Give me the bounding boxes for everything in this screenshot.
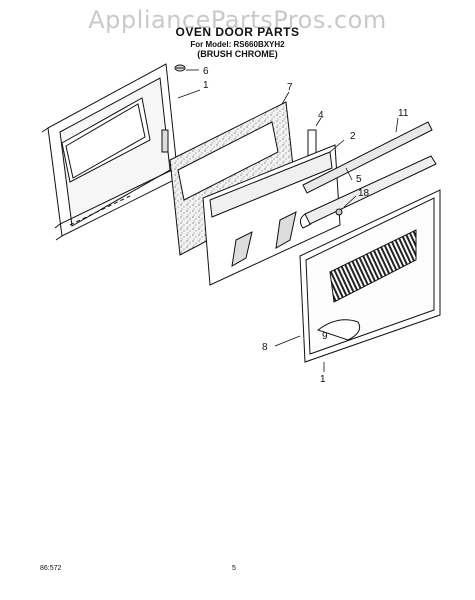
part-fastener (335, 208, 343, 216)
callout-5: 5 (356, 174, 362, 185)
callout-11: 11 (398, 108, 409, 119)
document-code: 86:572 (40, 565, 62, 572)
part-outer-door-panel (299, 189, 441, 363)
part-outer-door-frame (41, 63, 179, 241)
finish-line: (BRUSH CHROME) (197, 49, 278, 59)
callout-4: 4 (318, 110, 324, 121)
callout-8: 8 (262, 342, 268, 353)
part-top-trim (302, 121, 433, 194)
callout-1-lower: 1 (320, 374, 326, 385)
part-inner-panel (202, 144, 341, 286)
callout-7: 7 (287, 82, 293, 93)
model-line: For Model: RS660BXYH2 (190, 40, 285, 49)
callout-6: 6 (203, 66, 209, 77)
part-screw (174, 64, 186, 72)
watermark-text: AppliancePartsPros.com (88, 6, 387, 34)
page-number: 5 (232, 565, 236, 572)
callout-1: 1 (203, 80, 209, 91)
callout-2: 2 (350, 131, 356, 142)
leader-lines (177, 69, 399, 372)
diagram-title: OVEN DOOR PARTS (175, 25, 300, 39)
callout-18: 18 (358, 188, 370, 199)
callout-9: 9 (322, 331, 328, 342)
part-hinge (299, 155, 437, 229)
